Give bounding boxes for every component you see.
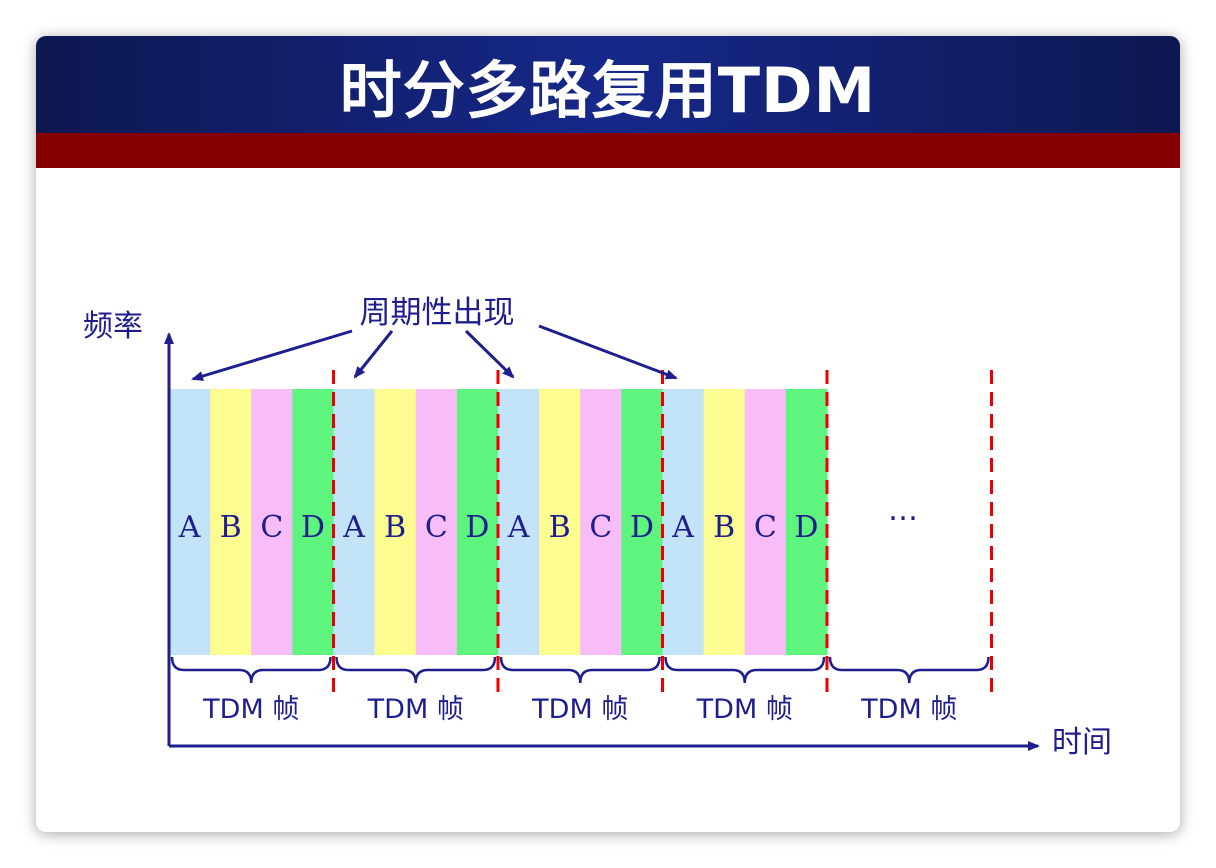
slot-c <box>415 389 458 655</box>
slot-label: B <box>549 510 571 545</box>
slot-label: D <box>301 510 325 545</box>
slot-label: A <box>671 510 694 545</box>
slot-label: D <box>465 510 489 545</box>
slot-label: B <box>713 510 735 545</box>
accent-bar <box>36 133 1180 168</box>
frame-braces <box>170 656 990 684</box>
slot-a <box>333 389 376 655</box>
slot-d <box>785 389 828 655</box>
title-bar: 时分多路复用TDM <box>36 36 1180 133</box>
slide-title: 时分多路复用TDM <box>339 53 877 127</box>
frame-label: TDM 帧 <box>531 694 628 725</box>
frame-brace <box>664 656 826 684</box>
frame-brace <box>335 656 497 684</box>
slot-c <box>251 389 293 655</box>
slot-d <box>621 389 664 655</box>
annotation-arrow-1 <box>191 329 353 381</box>
slot-label: C <box>425 510 448 545</box>
frame-label: TDM 帧 <box>860 694 957 725</box>
frame-label: TDM 帧 <box>696 694 793 725</box>
x-axis-label: 时间 <box>1052 725 1112 760</box>
slot-label: A <box>178 510 201 545</box>
slot-a <box>498 389 540 655</box>
slot-c <box>744 389 787 655</box>
frame-brace <box>828 656 990 684</box>
slot-label: A <box>507 510 530 545</box>
slot-c <box>580 389 622 655</box>
slot-label: C <box>260 510 283 545</box>
y-axis-label: 频率 <box>83 309 143 344</box>
annotation-arrow-3 <box>464 329 515 379</box>
frame-dividers <box>332 370 993 697</box>
slot-label: A <box>342 510 365 545</box>
slot-label: B <box>220 510 242 545</box>
periodic-annotation: 周期性出现 <box>360 295 515 331</box>
slot-b <box>210 389 252 655</box>
slot-label: D <box>630 510 654 545</box>
slot-label: D <box>794 510 818 545</box>
slot-d <box>292 389 335 655</box>
slot-label: C <box>589 510 612 545</box>
frame-label: TDM 帧 <box>367 694 464 725</box>
frame-brace <box>170 656 332 684</box>
frame-label: TDM 帧 <box>202 694 299 725</box>
slot-a <box>662 389 705 655</box>
slot-b <box>703 389 746 655</box>
slot-b <box>374 389 417 655</box>
slot-d <box>456 389 499 655</box>
slot-b <box>539 389 581 655</box>
annotation-arrow-2 <box>353 330 394 379</box>
frame-brace <box>499 656 661 684</box>
ellipsis: … <box>888 493 918 528</box>
slot-a <box>169 389 211 655</box>
slot-label: C <box>754 510 777 545</box>
annotation-arrow-4 <box>538 324 678 380</box>
slot-label: B <box>384 510 406 545</box>
frame-labels: TDM 帧 TDM 帧 TDM 帧 TDM 帧 TDM 帧 <box>202 694 957 725</box>
